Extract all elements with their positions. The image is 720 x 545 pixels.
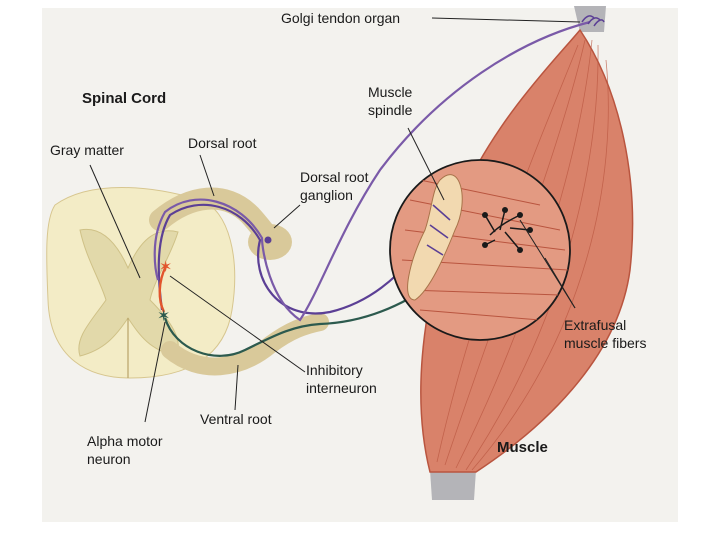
sensory-axons: [153, 20, 591, 322]
leader-dorsal-root: [199, 154, 215, 197]
tendon-bottom: [430, 470, 476, 500]
tendon-top: [574, 6, 606, 32]
label-extrafusal-2: muscle fibers: [564, 335, 646, 351]
leader-alpha: [144, 321, 166, 423]
magnified-view-content: [401, 174, 569, 321]
leader-golgi: [431, 17, 581, 23]
label-gray-matter: Gray matter: [50, 142, 124, 158]
label-drg-2: ganglion: [300, 187, 353, 203]
spinal-cord: [46, 187, 236, 379]
label-dorsal-root: Dorsal root: [188, 135, 257, 151]
label-extrafusal-1: Extrafusal: [564, 317, 626, 333]
spindle-afferent-axon: [157, 203, 447, 315]
label-spinal-cord: Spinal Cord: [82, 90, 166, 107]
interneuron: ✶: [158, 259, 172, 313]
label-inhibitory-1: Inhibitory: [306, 362, 363, 378]
extrafusal-fibers: [401, 179, 569, 321]
leader-lines: [89, 17, 581, 423]
label-inhibitory-2: interneuron: [306, 380, 377, 396]
label-muscle-spindle-2: spindle: [368, 102, 413, 118]
label-alpha-motor-1: Alpha motor: [87, 433, 163, 449]
interneuron-icon: ✶: [159, 259, 172, 276]
label-ventral-root: Ventral root: [200, 411, 272, 427]
label-golgi-tendon-organ: Golgi tendon organ: [281, 10, 400, 26]
label-muscle: Muscle: [497, 439, 548, 456]
neuromuscular-junctions: [482, 207, 533, 253]
golgi-tendon-organ-icon: [581, 15, 605, 27]
leader-extrafusal-2: [544, 257, 576, 309]
label-drg-1: Dorsal root: [300, 169, 369, 185]
label-muscle-spindle-1: Muscle: [368, 84, 413, 100]
interneuron-process: [158, 265, 168, 313]
drg-cell-body: [264, 236, 272, 244]
label-alpha-motor-2: neuron: [87, 451, 131, 467]
leader-inhibitory: [169, 275, 306, 373]
golgi-afferent-axon: [153, 20, 591, 322]
leader-gray-matter: [89, 164, 141, 279]
leader-ventral-root: [234, 364, 239, 411]
alpha-motor-neuron-icon: ✶: [157, 308, 170, 325]
leader-drg: [273, 204, 301, 229]
leader-spindle: [407, 127, 445, 201]
intrafusal-spindle: [407, 174, 463, 301]
